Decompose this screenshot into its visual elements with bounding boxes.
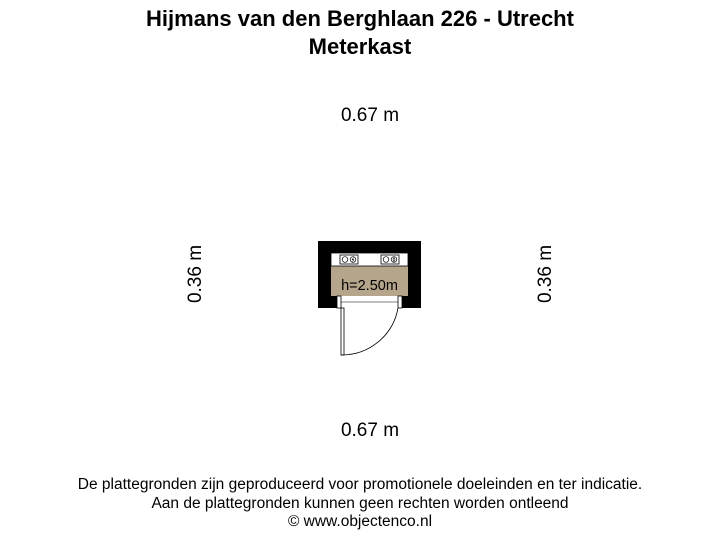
- gas-meter-icon: [380, 254, 400, 265]
- door-leaf: [340, 307, 345, 356]
- door-frame-left: [336, 295, 342, 309]
- disclaimer-line-2: Aan de plattegronden kunnen geen rechten…: [151, 495, 569, 512]
- door-frame-right: [397, 295, 403, 309]
- electricity-meter-icon: [339, 254, 359, 265]
- dimension-right: 0.36 m: [535, 244, 556, 304]
- door-swing: [340, 307, 399, 356]
- room-height-label: h=2.50m: [341, 278, 398, 294]
- dimension-top: 0.67 m: [340, 105, 400, 126]
- dimension-left: 0.36 m: [185, 244, 206, 304]
- page-title: Hijmans van den Berghlaan 226 - Utrecht: [146, 6, 574, 31]
- floor-plan: h=2.50m: [318, 241, 421, 356]
- copyright: © www.objectenco.nl: [287, 513, 433, 530]
- dimension-bottom: 0.67 m: [340, 420, 400, 441]
- room-name: Meterkast: [308, 34, 412, 59]
- disclaimer-line-1: De plattegronden zijn geproduceerd voor …: [77, 476, 643, 493]
